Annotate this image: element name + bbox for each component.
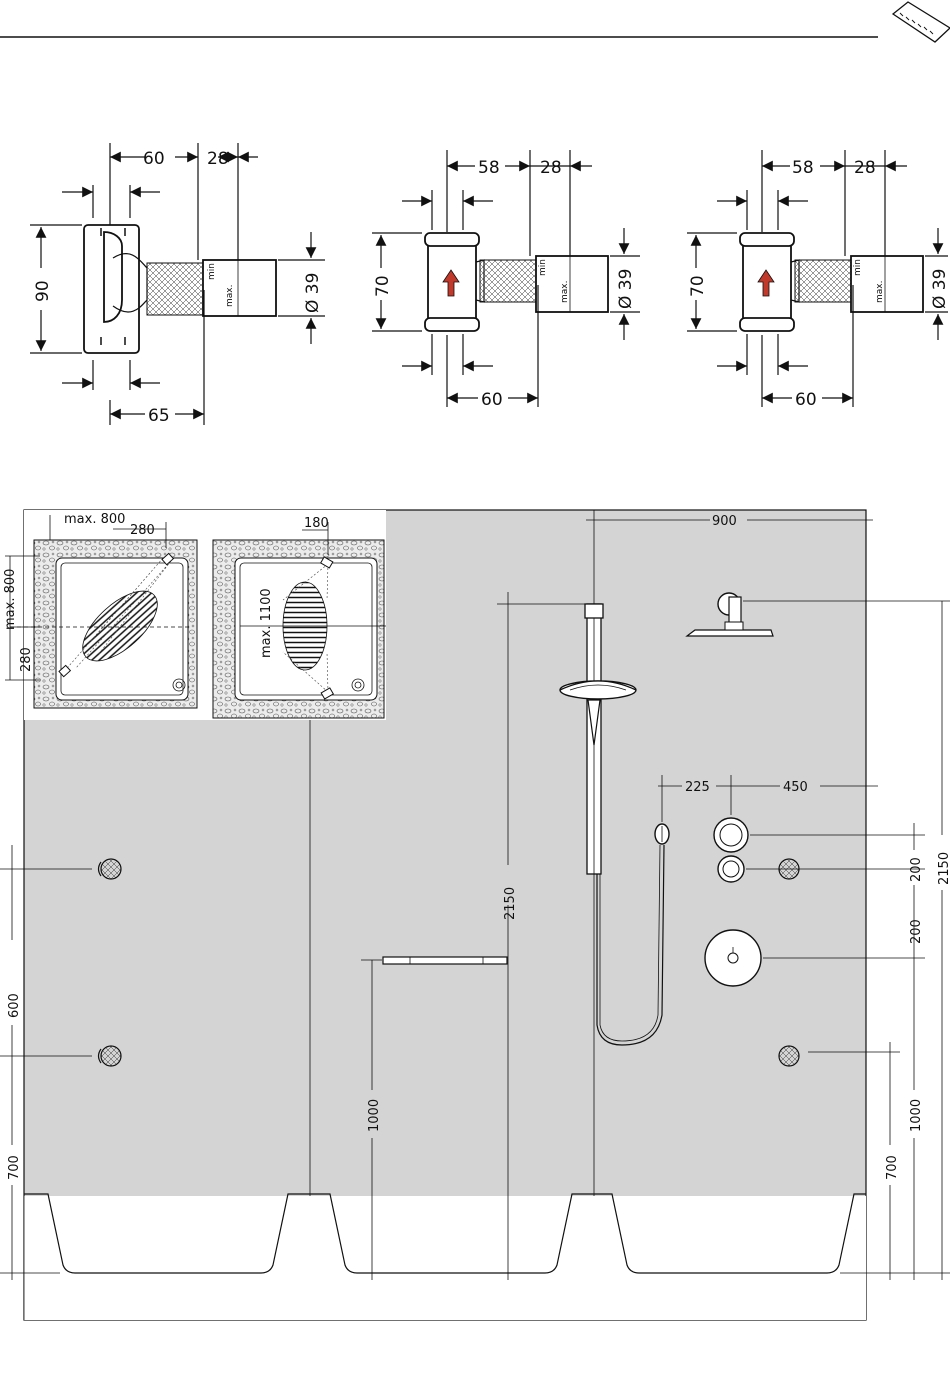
min-label: min <box>538 259 548 276</box>
hose-outlet-offset-dim: 225 <box>685 780 710 795</box>
control-offset-dim: 450 <box>783 780 808 795</box>
max-label: max. <box>225 285 235 307</box>
valve-left-height-dim: 90 <box>33 280 53 302</box>
shower-elevation: max. 800 280 max. 800 280 180 max. 1100 <box>0 510 950 1320</box>
valve-middle-height-dim: 70 <box>373 275 393 297</box>
valve-left-diameter-dim: Ø 39 <box>303 273 323 313</box>
valve-middle-depth-dim: 58 <box>478 158 500 178</box>
valve-left-extension-dim: 28 <box>207 149 229 169</box>
plan-view-right: 180 max. 1100 <box>213 516 386 718</box>
max-label: max. <box>560 281 570 303</box>
hand-shower <box>560 681 636 699</box>
shelf-height-dim: 1000 <box>367 1099 382 1132</box>
ruler-icon <box>893 2 950 42</box>
valve-right-bottom-dim: 60 <box>795 390 817 410</box>
shelf <box>383 957 507 964</box>
plan-left-offset-side: 280 <box>19 647 34 672</box>
elevation-width-dim: 900 <box>712 514 737 529</box>
thermostat-control <box>705 930 761 986</box>
valve-right-depth-dim: 58 <box>792 158 814 178</box>
max-label: max. <box>875 281 885 303</box>
valve-left: min max. <box>30 143 325 426</box>
spacing-2-dim: 200 <box>909 919 924 944</box>
plan-right-offset-top: 180 <box>304 516 329 531</box>
min-label: min <box>853 259 863 276</box>
valve-middle-bottom-dim: 60 <box>481 390 503 410</box>
valve-right-extension-dim: 28 <box>854 158 876 178</box>
head-height-dim: 2150 <box>937 852 950 885</box>
shower-rail <box>585 604 603 874</box>
min-label: min <box>207 263 217 280</box>
spacing-1-dim: 200 <box>909 857 924 882</box>
rail-height-dim: 2150 <box>503 887 518 920</box>
valve-left-bottom-dim: 65 <box>148 406 170 426</box>
body-jet-spacing-dim: 600 <box>7 993 22 1018</box>
valve-right-height-dim: 70 <box>688 275 708 297</box>
valve-left-depth-dim: 60 <box>143 149 165 169</box>
stop-valve-lower <box>718 856 744 882</box>
body-jet-low-right-dim: 700 <box>885 1155 900 1180</box>
bathtubs <box>24 1194 866 1320</box>
control-height-dim: 1000 <box>909 1099 924 1132</box>
stop-valve-upper <box>714 818 748 852</box>
valve-left-body <box>84 225 276 353</box>
valve-middle-diameter-dim: Ø 39 <box>616 269 636 309</box>
valve-right-diameter-dim: Ø 39 <box>930 269 950 309</box>
valve-right-body <box>740 233 923 331</box>
plan-right-max-depth: max. 1100 <box>259 588 274 658</box>
plan-left-max-depth: max. 800 <box>3 569 18 630</box>
body-jet-right-lower <box>779 1046 799 1066</box>
wall-outlet <box>655 824 669 844</box>
plan-left-offset-top: 280 <box>130 523 155 538</box>
body-jet-low-dim: 700 <box>7 1155 22 1180</box>
valve-right: min max. <box>687 150 950 410</box>
plan-left-max-width: max. 800 <box>64 512 125 527</box>
valve-middle: min max. <box>372 150 640 410</box>
valve-middle-extension-dim: 28 <box>540 158 562 178</box>
valve-middle-body <box>425 233 608 331</box>
